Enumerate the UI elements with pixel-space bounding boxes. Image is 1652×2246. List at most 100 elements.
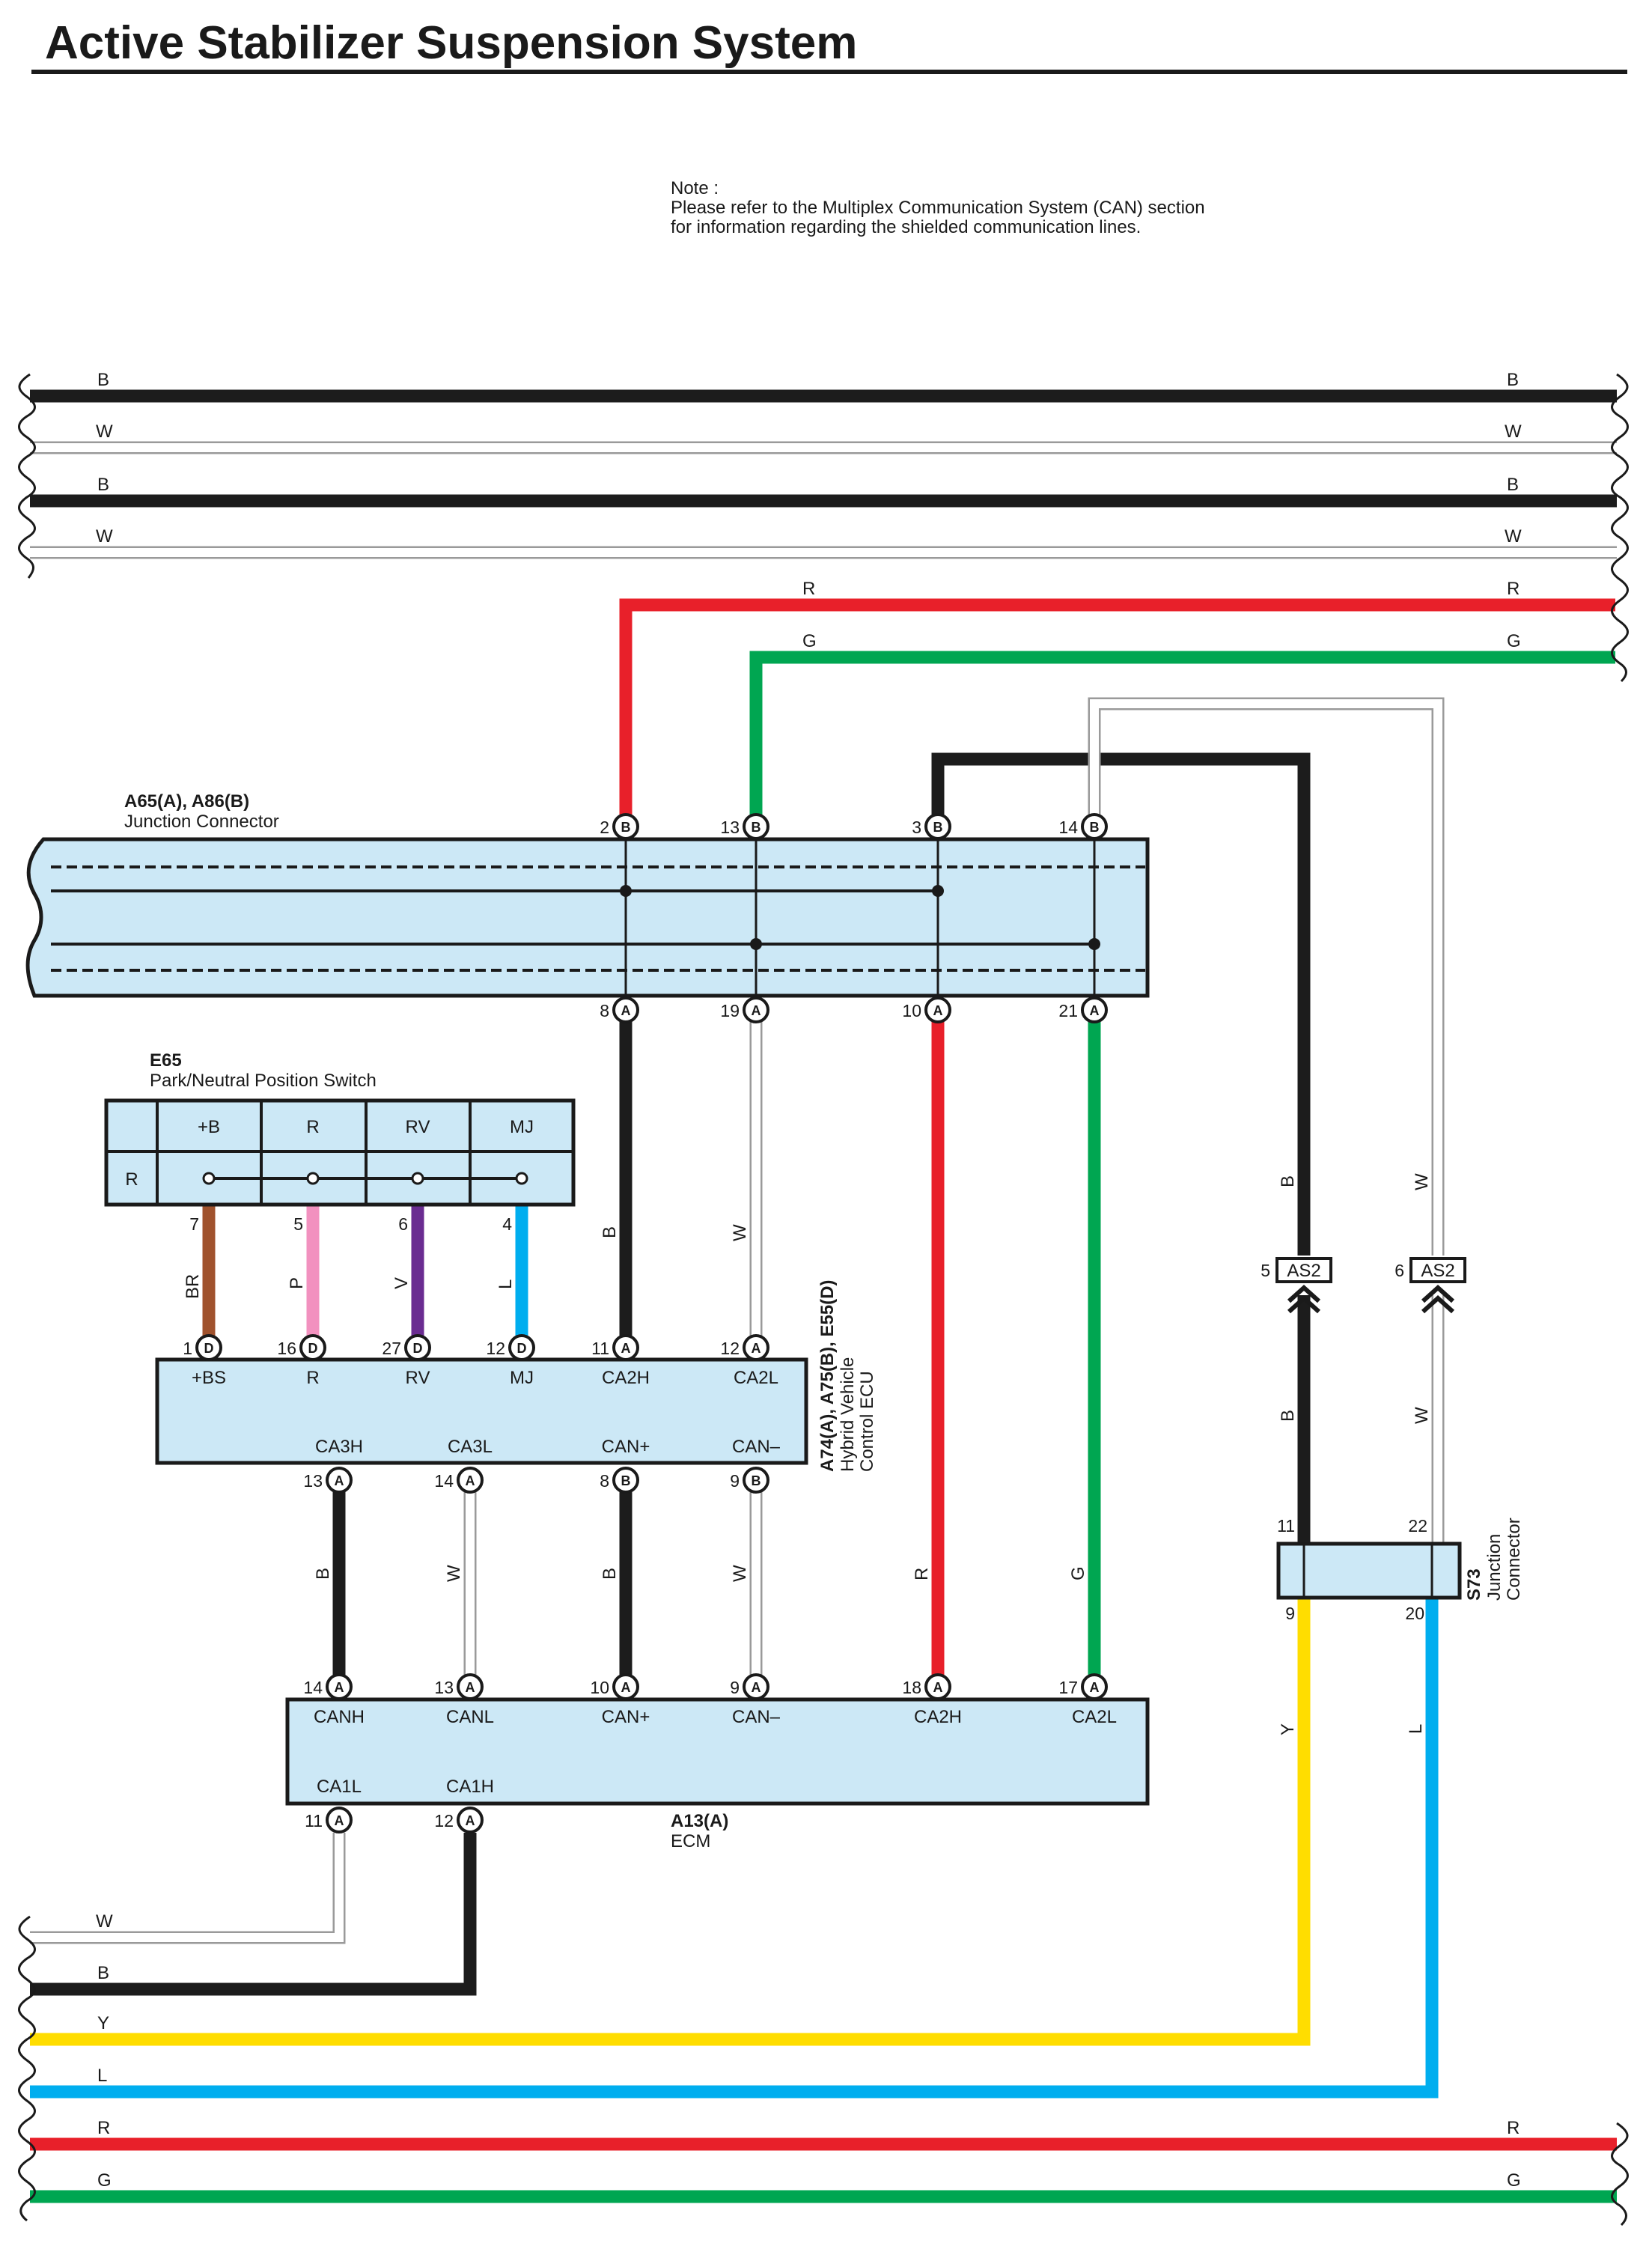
pin-circle (924, 996, 951, 1023)
pin-connector-letter: A (752, 1003, 761, 1018)
pin-circle (612, 1673, 639, 1700)
pin-connector-letter: A (752, 1341, 761, 1356)
continuity-dot (306, 1172, 320, 1185)
label-l: L (496, 1279, 516, 1289)
label-top-r-mid: R (802, 579, 815, 599)
pin-connector-letter: D (204, 1341, 214, 1356)
label-top-b2-left: B (97, 475, 109, 495)
pin-connector: A 19 (720, 996, 769, 1023)
pin-circle (743, 996, 769, 1023)
label-w-s73: W (1412, 1407, 1432, 1424)
label-ecm-r: R (912, 1568, 932, 1580)
label-bottom-b: B (97, 1963, 109, 1983)
note-line-3: for information regarding the shielded c… (671, 217, 1141, 237)
switch-pin-6: 6 (398, 1214, 408, 1234)
ecu-terminal-ca3l: CA3L (448, 1437, 493, 1457)
pin-number: 12 (486, 1339, 505, 1358)
pin-circle (924, 813, 951, 840)
pin-circle (743, 813, 769, 840)
wire-b-j3-as2 (931, 752, 1311, 1256)
pin-circle (457, 1807, 484, 1833)
pin-connector-letter: B (1090, 820, 1100, 835)
ecm-terminal-canl: CANL (446, 1707, 494, 1727)
pin-circle (404, 1334, 431, 1361)
wire-bottom-b (30, 1833, 477, 1996)
ecm-code: A13(A) (671, 1811, 728, 1831)
label-top-w2-right: W (1505, 526, 1522, 547)
switch-col-mj: MJ (510, 1117, 534, 1137)
pin-number: 13 (303, 1471, 323, 1491)
ecm-body (285, 1697, 1150, 1806)
label-top-w1-left: W (96, 421, 113, 442)
pin-connector: B14 (1058, 813, 1108, 840)
pin-number: 10 (902, 1001, 921, 1020)
label-ecu-canm: W (730, 1565, 750, 1582)
pin-circle (326, 1673, 353, 1700)
junction-connector-code: A65(A), A86(B) (124, 791, 249, 812)
wire-top-g (749, 651, 1615, 824)
label-top-w2-left: W (96, 526, 113, 547)
label-top-b1-left: B (97, 370, 109, 390)
label-top-g-mid: G (802, 631, 817, 651)
pin-circle (1081, 813, 1108, 840)
pin-number: 9 (730, 1471, 740, 1491)
as2-label-6: AS2 (1421, 1261, 1454, 1281)
label-br: BR (183, 1274, 203, 1299)
ecu-terminal-mj: MJ (510, 1368, 534, 1388)
as2-pin-5: 5 (1261, 1261, 1270, 1280)
ecu-body (155, 1357, 808, 1465)
wire-w-j14-as2 (1088, 697, 1445, 1256)
s73-body (1276, 1542, 1462, 1600)
ecu-terminal-r: R (306, 1368, 319, 1388)
pin-connector-letter: A (621, 1341, 631, 1356)
pin-connector-letter: A (621, 1680, 631, 1695)
label-p: P (287, 1277, 307, 1289)
pin-circle (612, 1467, 639, 1494)
switch-pin-5: 5 (293, 1214, 303, 1234)
pin-number: 2 (600, 818, 609, 837)
pin-circle (326, 1807, 353, 1833)
ecu-terminal-canm: CAN– (732, 1437, 781, 1457)
ecu-name-line2: Control ECU (857, 1371, 877, 1472)
switch-row-label: R (125, 1169, 138, 1190)
title-underline (31, 70, 1627, 74)
wire-bottom-y (30, 1598, 1311, 2046)
switch-col-rv: RV (406, 1117, 430, 1137)
wire-top-r (619, 598, 1615, 824)
pin-connector: D1 (183, 1334, 222, 1361)
switch-col-b: +B (198, 1117, 220, 1137)
pin-connector: A13 (303, 1467, 353, 1494)
pin-connector: B2 (600, 813, 639, 840)
pin-number: 19 (720, 1001, 740, 1020)
pin-connector-letter: A (466, 1473, 475, 1488)
pin-connector: A14 (434, 1467, 484, 1494)
label-ecm-g: G (1068, 1566, 1088, 1580)
label-ecu-ca3h: B (313, 1568, 333, 1580)
wires (30, 389, 1617, 2203)
pin-circle (457, 1467, 484, 1494)
wire-bottom-l (30, 1598, 1439, 2099)
right-top-break (1611, 373, 1629, 683)
left-bottom-break (18, 1915, 36, 2222)
pin-circle (299, 1334, 326, 1361)
pin-number: 10 (590, 1678, 609, 1697)
label-b-s73: B (1278, 1410, 1298, 1422)
label-ecu-ca3l: W (444, 1565, 464, 1582)
note: Note : Please refer to the Multiplex Com… (671, 178, 1205, 237)
park-neutral-switch-e65: E65 Park/Neutral Position Switch +B R RV… (104, 1050, 576, 1234)
pin-connector-letter: A (621, 1003, 631, 1018)
s73-code: S73 (1464, 1568, 1484, 1601)
note-line-1: Note : (671, 178, 719, 198)
ecm-terminal-canh: CANH (314, 1707, 365, 1727)
continuity-dot (202, 1172, 216, 1185)
pin-circle (508, 1334, 535, 1361)
label-top-w1-right: W (1505, 421, 1522, 442)
pin-circle (326, 1467, 353, 1494)
ecm-a13: CANH CANL CAN+ CAN– CA2H CA2L CA1L CA1H … (285, 1697, 1150, 1851)
right-bottom-break (1611, 2122, 1629, 2227)
page-title: Active Stabilizer Suspension System (45, 17, 857, 69)
pin-connector-letter: A (335, 1813, 344, 1828)
pin-connector: A12 (720, 1334, 769, 1361)
